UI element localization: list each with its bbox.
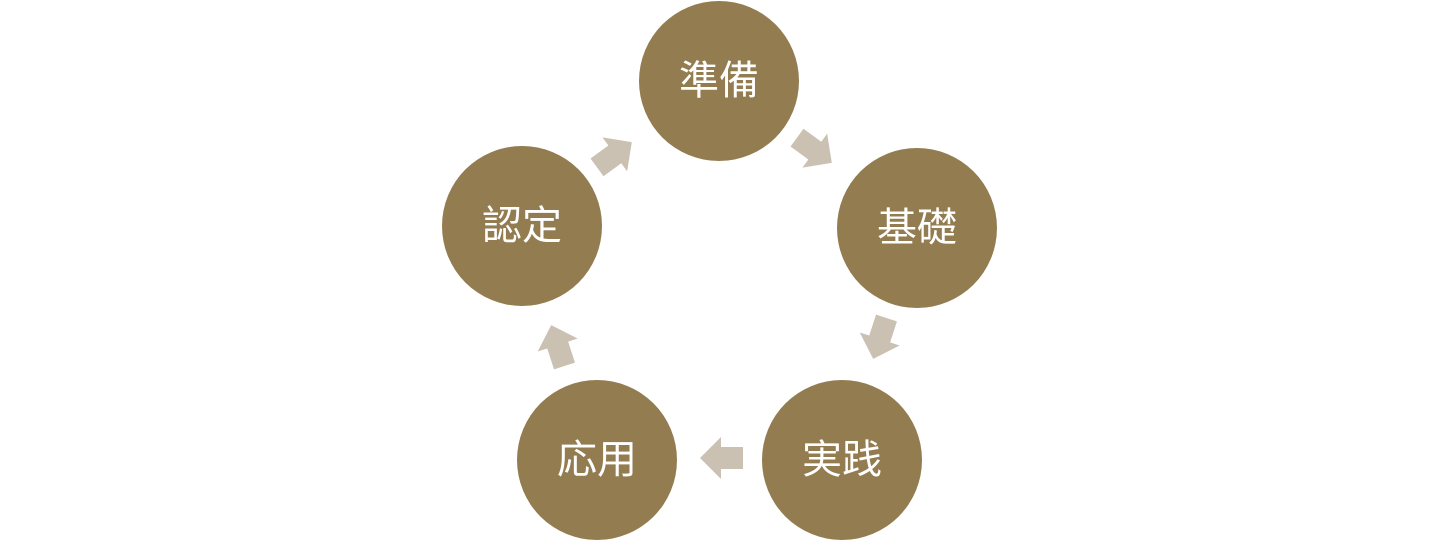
node-label: 認定: [482, 203, 562, 249]
node-label: 準備: [679, 58, 759, 104]
node-label: 応用: [557, 437, 637, 483]
node-label: 基礎: [877, 205, 957, 251]
node-label: 実践: [802, 437, 882, 483]
node-2: 実践: [762, 380, 922, 540]
arrow-3: [537, 325, 578, 370]
node-circle: [837, 148, 997, 308]
node-1: 基礎: [837, 148, 997, 308]
arrow-4: [590, 137, 632, 177]
node-3: 応用: [517, 380, 677, 540]
arrow-2: [700, 437, 743, 479]
node-0: 準備: [639, 1, 799, 161]
node-4: 認定: [442, 146, 602, 306]
arrow-0: [790, 128, 832, 168]
node-circle: [442, 146, 602, 306]
node-circle: [762, 380, 922, 540]
arrow-1: [859, 314, 900, 359]
node-circle: [517, 380, 677, 540]
node-circle: [639, 1, 799, 161]
